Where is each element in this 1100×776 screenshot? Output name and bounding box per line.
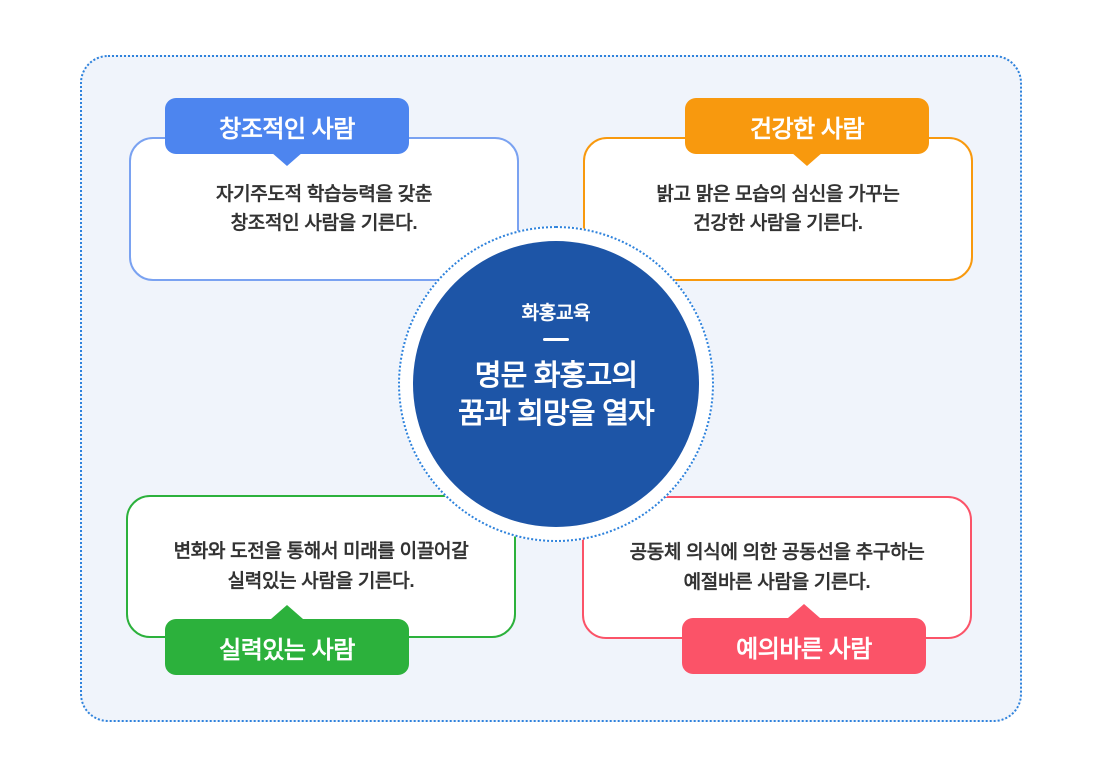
card-description-line1: 밝고 맑은 모습의 심신을 가꾸는 — [656, 183, 900, 205]
card-competent-person: 변화와 도전을 통해서 미래를 이끌어갈 실력있는 사람을 기른다. 실력있는 … — [126, 495, 516, 675]
card-description-line2: 건강한 사람을 기른다. — [693, 213, 863, 234]
badge-pointer-up-icon — [271, 605, 303, 619]
card-body-box: 공동체 의식에 의한 공동선을 추구하는 예절바른 사람을 기른다. — [582, 496, 972, 639]
card-description-line2: 실력있는 사람을 기른다. — [227, 570, 415, 592]
card-courteous-person: 공동체 의식에 의한 공동선을 추구하는 예절바른 사람을 기른다. 예의바른 … — [582, 496, 972, 676]
badge-pointer-up-icon — [788, 604, 820, 618]
center-title-line1: 명문 화홍고의 — [474, 360, 638, 393]
badge-pointer-down-icon — [271, 152, 303, 166]
card-description-line1: 자기주도적 학습능력을 갖춘 — [215, 183, 433, 205]
center-eyebrow: 화홍교육 — [521, 303, 591, 325]
center-dotted-ring: 화홍교육 명문 화홍고의 꿈과 희망을 열자 — [398, 226, 714, 542]
card-badge: 실력있는 사람 — [165, 619, 409, 675]
card-badge: 창조적인 사람 — [165, 98, 409, 154]
card-badge: 예의바른 사람 — [682, 618, 926, 674]
card-description-line2: 예절바른 사람을 기른다. — [683, 571, 871, 593]
card-description: 공동체 의식에 의한 공동선을 추구하는 예절바른 사람을 기른다. — [630, 538, 925, 597]
center-circle: 화홍교육 명문 화홍고의 꿈과 희망을 열자 — [413, 241, 699, 527]
card-description-line1: 공동체 의식에 의한 공동선을 추구하는 — [629, 542, 925, 564]
card-description: 자기주도적 학습능력을 갖춘 창조적인 사람을 기른다. — [216, 180, 432, 239]
card-badge: 건강한 사람 — [685, 98, 929, 154]
card-body-box: 자기주도적 학습능력을 갖춘 창조적인 사람을 기른다. — [129, 137, 519, 281]
center-title: 명문 화홍고의 꿈과 희망을 열자 — [458, 358, 654, 433]
card-description-line2: 창조적인 사람을 기른다. — [230, 213, 418, 234]
card-description: 변화와 도전을 통해서 미래를 이끌어갈 실력있는 사람을 기른다. — [174, 537, 469, 596]
center-title-line2: 꿈과 희망을 열자 — [458, 398, 654, 430]
center-divider-dash — [543, 338, 569, 342]
card-description: 밝고 맑은 모습의 심신을 가꾸는 건강한 사람을 기른다. — [656, 180, 900, 239]
card-creative-person: 자기주도적 학습능력을 갖춘 창조적인 사람을 기른다. 창조적인 사람 — [129, 98, 519, 281]
badge-pointer-down-icon — [791, 152, 823, 166]
card-description-line1: 변화와 도전을 통해서 미래를 이끌어갈 — [173, 541, 469, 563]
card-body-box: 변화와 도전을 통해서 미래를 이끌어갈 실력있는 사람을 기른다. — [126, 495, 516, 638]
